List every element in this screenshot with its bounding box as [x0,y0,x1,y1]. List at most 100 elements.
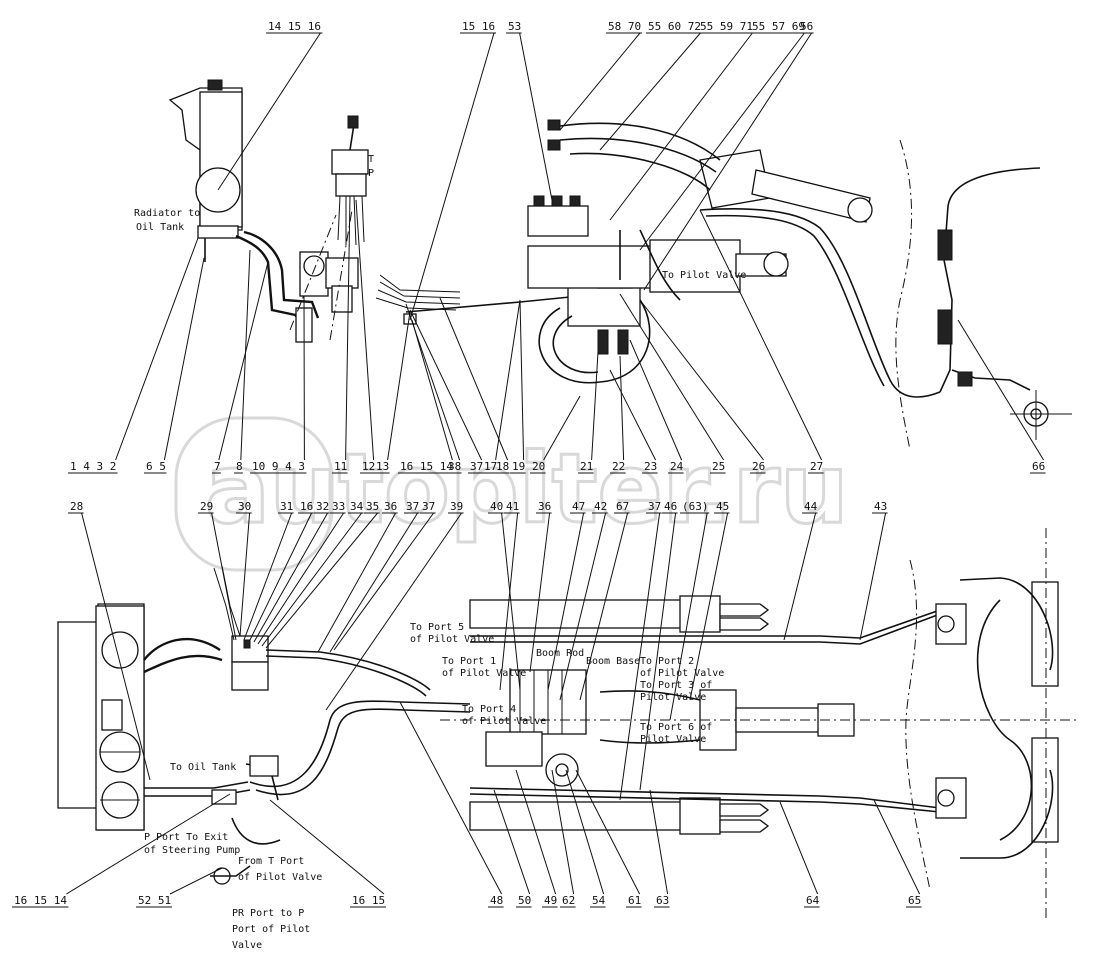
main-control-valve-lower [485,669,587,787]
callout-number: 16 [300,500,313,513]
port6-label-1: To Port 6 of [640,722,712,733]
callout-number: 17 [484,460,497,473]
callout-leader-line [115,237,199,461]
callout-leader-line [629,339,683,461]
callout-leader-line [269,799,385,895]
port1-label-2: of Pilot Valve [442,668,526,679]
callout-leader-line [409,32,495,321]
callout-leader-line [515,769,557,895]
callout-number: 16 15 [352,894,385,907]
pr-port-label-1: PR Port to P [232,908,304,919]
callout-number: 55 60 72 [648,20,701,33]
callout-number: 65 [908,894,921,907]
callout-number: 58 70 [608,20,641,33]
callout-number: 21 [580,460,593,473]
callout-leader-line [169,867,223,895]
callout-number: 42 [594,500,607,513]
callout-leader-line [873,799,921,895]
callout-number: 20 [532,460,545,473]
callout-leader-line [609,369,657,461]
callout-number: 36 [384,500,397,513]
pr-port-label-3: Valve [232,940,262,951]
lower-view [57,528,1080,920]
callout-leader-line [643,32,813,291]
callout-number: 63 [656,894,669,907]
callout-leader-line [261,512,363,647]
callout-number: 36 [538,500,551,513]
pilot-valve-joystick: T P [331,115,374,246]
callout-number: (63) [682,500,709,513]
callout-leader-line [547,512,585,691]
callout-leader-line [579,512,629,701]
steering-cylinder-bottom [935,737,1059,859]
callout-leader-line [405,303,461,461]
callout-leader-line [243,512,293,641]
callout-number: 10 9 4 3 [252,460,305,473]
callout-number: 44 [804,500,818,513]
callout-number: 55 59 71 [700,20,753,33]
callout-number: 24 [670,460,684,473]
callout-number: 25 [712,460,725,473]
callout-leader-line [387,311,411,461]
callout-leader-line [317,512,397,653]
boom-cylinder-bottom-lower [469,797,770,835]
callout-leader-line [501,512,521,691]
callout-number: 6 5 [146,460,166,473]
port3-label-2: Pilot Valve [640,692,706,703]
filter-block [299,251,359,313]
callout-leader-line [689,512,729,701]
callout-number: 16 15 14 [400,460,453,473]
callout-leader-line [591,351,599,461]
port2-label-1: To Port 2 [640,656,694,667]
callout-leader-line [355,199,375,461]
callout-leader-line [783,512,817,641]
callout-number: 15 16 [462,20,495,33]
callout-leader-line [333,512,435,651]
callout-number: 46 [664,500,677,513]
callout-leader-line [249,512,313,641]
boom-cylinder-top-lower [469,595,770,633]
callout-leader-line [779,801,819,895]
callout-number: 22 [612,460,625,473]
boom-rod-label: Boom Rod [536,648,584,659]
from-t-port-label-2: of Pilot Valve [238,872,322,883]
callout-leader-line [239,512,251,637]
callout-leader-line [599,32,701,151]
callout-number: 23 [644,460,657,473]
callout-number: 12 [362,460,375,473]
priority-valve [231,635,269,691]
callout-number: 35 [366,500,379,513]
callout-number: 50 [518,894,531,907]
callout-leader-line [575,769,641,895]
callout-leader-line [529,512,551,673]
watermark: autopiter.ru [174,416,850,572]
callout-leader-line [265,512,378,649]
callout-number: 41 [506,500,519,513]
callout-number: 11 [334,460,347,473]
callout-leader-line [495,299,521,461]
callout-leader-line [519,32,553,201]
callout-leader-line [669,512,708,721]
callout-leader-line [639,299,764,461]
callout-leader-line [639,32,805,251]
tilt-cylinder-upper [527,239,789,293]
callout-leader-line [639,512,677,791]
callout-leader-line [957,319,1045,461]
callout-number: 48 [490,894,503,907]
callout-number: 27 [810,460,823,473]
upper-view: T P [168,79,1072,451]
callout-leader-line [217,32,321,191]
callout-number: 47 [572,500,585,513]
port5-label-2: of Pilot Valve [410,634,494,645]
callout-number: 18 [496,460,509,473]
radiator-oil-tank [168,79,243,262]
callout-number: 7 [214,460,221,473]
callout-number: 33 [332,500,345,513]
pilot-p-port-label: P [368,168,374,179]
callout-leader-line [543,395,581,461]
callout-leader-line [240,249,251,461]
boom-base-label: Boom Base [586,656,640,667]
callout-number: 40 [490,500,503,513]
callout-number: 54 [592,894,606,907]
callout-number: 37 [648,500,661,513]
